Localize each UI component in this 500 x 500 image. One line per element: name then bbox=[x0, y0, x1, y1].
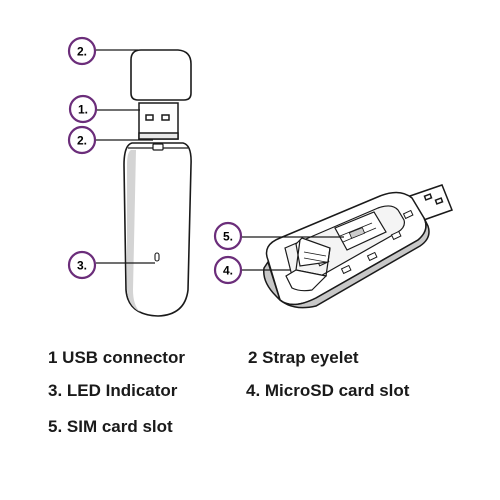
callout-bubble-led: 3. bbox=[67, 250, 97, 280]
callout-bubble-microsd-slot: 4. bbox=[213, 255, 243, 285]
callout-leaders bbox=[96, 49, 344, 271]
svg-text:4.: 4. bbox=[223, 264, 233, 278]
microsd-card-slot bbox=[285, 237, 331, 292]
callout-bubble-usb-connector: 1. bbox=[68, 94, 98, 124]
legend-item-led-indicator: 3. LED Indicator bbox=[48, 381, 178, 400]
modem-body bbox=[123, 142, 192, 317]
led-indicator bbox=[154, 252, 160, 262]
callout-bubble-sim-slot: 5. bbox=[213, 221, 243, 251]
callout-bubble-body-eyelet: 2. bbox=[67, 125, 97, 155]
legend-item-microsd-slot: 4. MicroSD card slot bbox=[246, 381, 410, 400]
strap-eyelet-body bbox=[152, 143, 164, 151]
sim-card-slot bbox=[334, 211, 387, 251]
usb-connector bbox=[138, 102, 179, 140]
callout-bubble-cap-eyelet: 2. bbox=[67, 36, 97, 66]
modem-open-back bbox=[263, 184, 453, 309]
legend-item-sim-slot: 5. SIM card slot bbox=[48, 417, 173, 436]
legend-item-usb-connector: 1 USB connector bbox=[48, 348, 185, 367]
modem-cap bbox=[130, 49, 192, 101]
svg-text:5.: 5. bbox=[223, 230, 233, 244]
svg-text:1.: 1. bbox=[78, 103, 88, 117]
svg-text:3.: 3. bbox=[77, 259, 87, 273]
svg-text:2.: 2. bbox=[77, 45, 87, 59]
svg-text:2.: 2. bbox=[77, 134, 87, 148]
legend-item-strap-eyelet: 2 Strap eyelet bbox=[248, 348, 359, 367]
